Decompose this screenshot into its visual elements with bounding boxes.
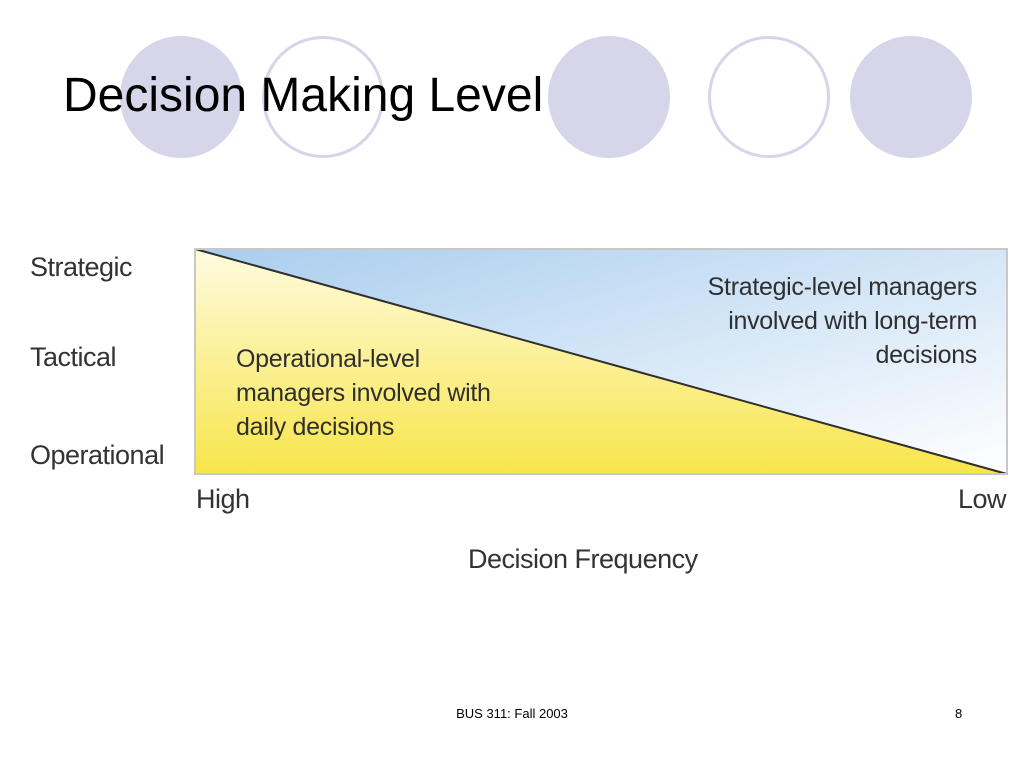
- diagonal-divider: [194, 248, 1008, 475]
- footer-course: BUS 311: Fall 2003: [456, 706, 568, 721]
- decorative-circle-5: [850, 36, 972, 158]
- decorative-circle-3: [548, 36, 670, 158]
- axis-start-label: High: [196, 484, 250, 514]
- operational-description-line: Operational-level: [236, 345, 420, 373]
- axis-title: Decision Frequency: [468, 544, 698, 574]
- decorative-circle-1: [120, 36, 242, 158]
- slide-title: Decision Making Level: [63, 69, 544, 122]
- strategic-description-line: decisions: [875, 341, 977, 369]
- operational-description: Operational-level managers involved with…: [236, 342, 491, 444]
- strategic-description-line: involved with long-term: [728, 307, 977, 335]
- decision-diagram: [194, 248, 1008, 475]
- axis-end-label: Low: [957, 484, 1007, 514]
- strategic-description-line: Strategic-level managers: [707, 273, 978, 301]
- level-label-strategic: Strategic: [30, 252, 133, 282]
- footer-page-number: 8: [955, 706, 963, 721]
- decorative-circle-2: [262, 36, 384, 158]
- strategic-description: Strategic-level managers involved with l…: [707, 270, 978, 372]
- operational-description-line: daily decisions: [236, 413, 395, 441]
- operational-description-line: managers involved with: [236, 379, 491, 407]
- decorative-circle-4: [708, 36, 830, 158]
- diagram-border: [194, 248, 1008, 475]
- level-label-operational: Operational: [30, 440, 165, 470]
- level-label-tactical: Tactical: [30, 342, 117, 372]
